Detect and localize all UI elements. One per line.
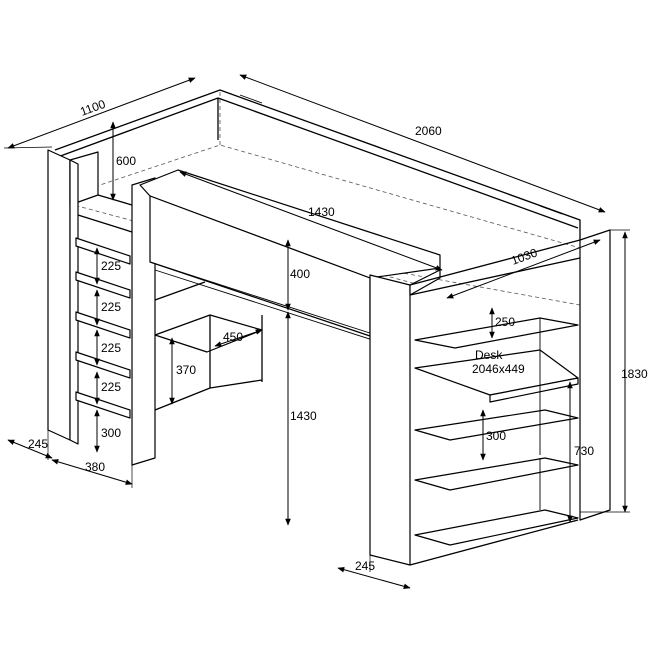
label-shelf-unit-height: 370 xyxy=(176,363,196,377)
label-base-depth: 245 xyxy=(355,559,375,573)
label-shelf-unit-width: 450 xyxy=(223,330,243,344)
dimension-labels: 1100 2060 600 1430 1030 400 225 225 225 … xyxy=(28,97,648,573)
label-ladder-bottom: 300 xyxy=(101,426,121,440)
dimension-lines xyxy=(3,74,630,590)
ladder-end xyxy=(47,149,156,466)
label-total-length: 2060 xyxy=(415,124,442,138)
desk-tower xyxy=(369,229,611,566)
label-ladder-step-1: 225 xyxy=(101,259,121,273)
label-ladder-step-3: 225 xyxy=(101,341,121,355)
label-ladder-depth: 245 xyxy=(28,437,48,451)
label-lower-shelf-gap: 300 xyxy=(486,429,506,443)
label-ladder-step-4: 225 xyxy=(101,380,121,394)
dim-line-1030 xyxy=(446,239,601,299)
label-guard-panel-length: 1430 xyxy=(308,205,335,219)
small-shelf-unit xyxy=(154,281,263,411)
label-guard-panel-height: 400 xyxy=(290,267,310,281)
label-top-shelf-gap: 250 xyxy=(495,315,515,329)
label-desk: Desk xyxy=(475,348,503,362)
label-total-width: 1100 xyxy=(78,97,107,119)
label-guard-rail-height: 600 xyxy=(116,154,136,168)
label-ladder-step-2: 225 xyxy=(101,300,121,314)
label-ladder-width: 380 xyxy=(85,460,105,474)
label-total-height: 1830 xyxy=(621,367,648,381)
label-desk-size: 2046x449 xyxy=(472,362,525,376)
label-desk-height: 730 xyxy=(574,444,594,458)
dim-line-2060 xyxy=(239,74,606,213)
dim-line-1430-top xyxy=(179,171,443,271)
label-underbed-clearance: 1430 xyxy=(290,409,317,423)
dim-line-1100 xyxy=(7,77,196,149)
